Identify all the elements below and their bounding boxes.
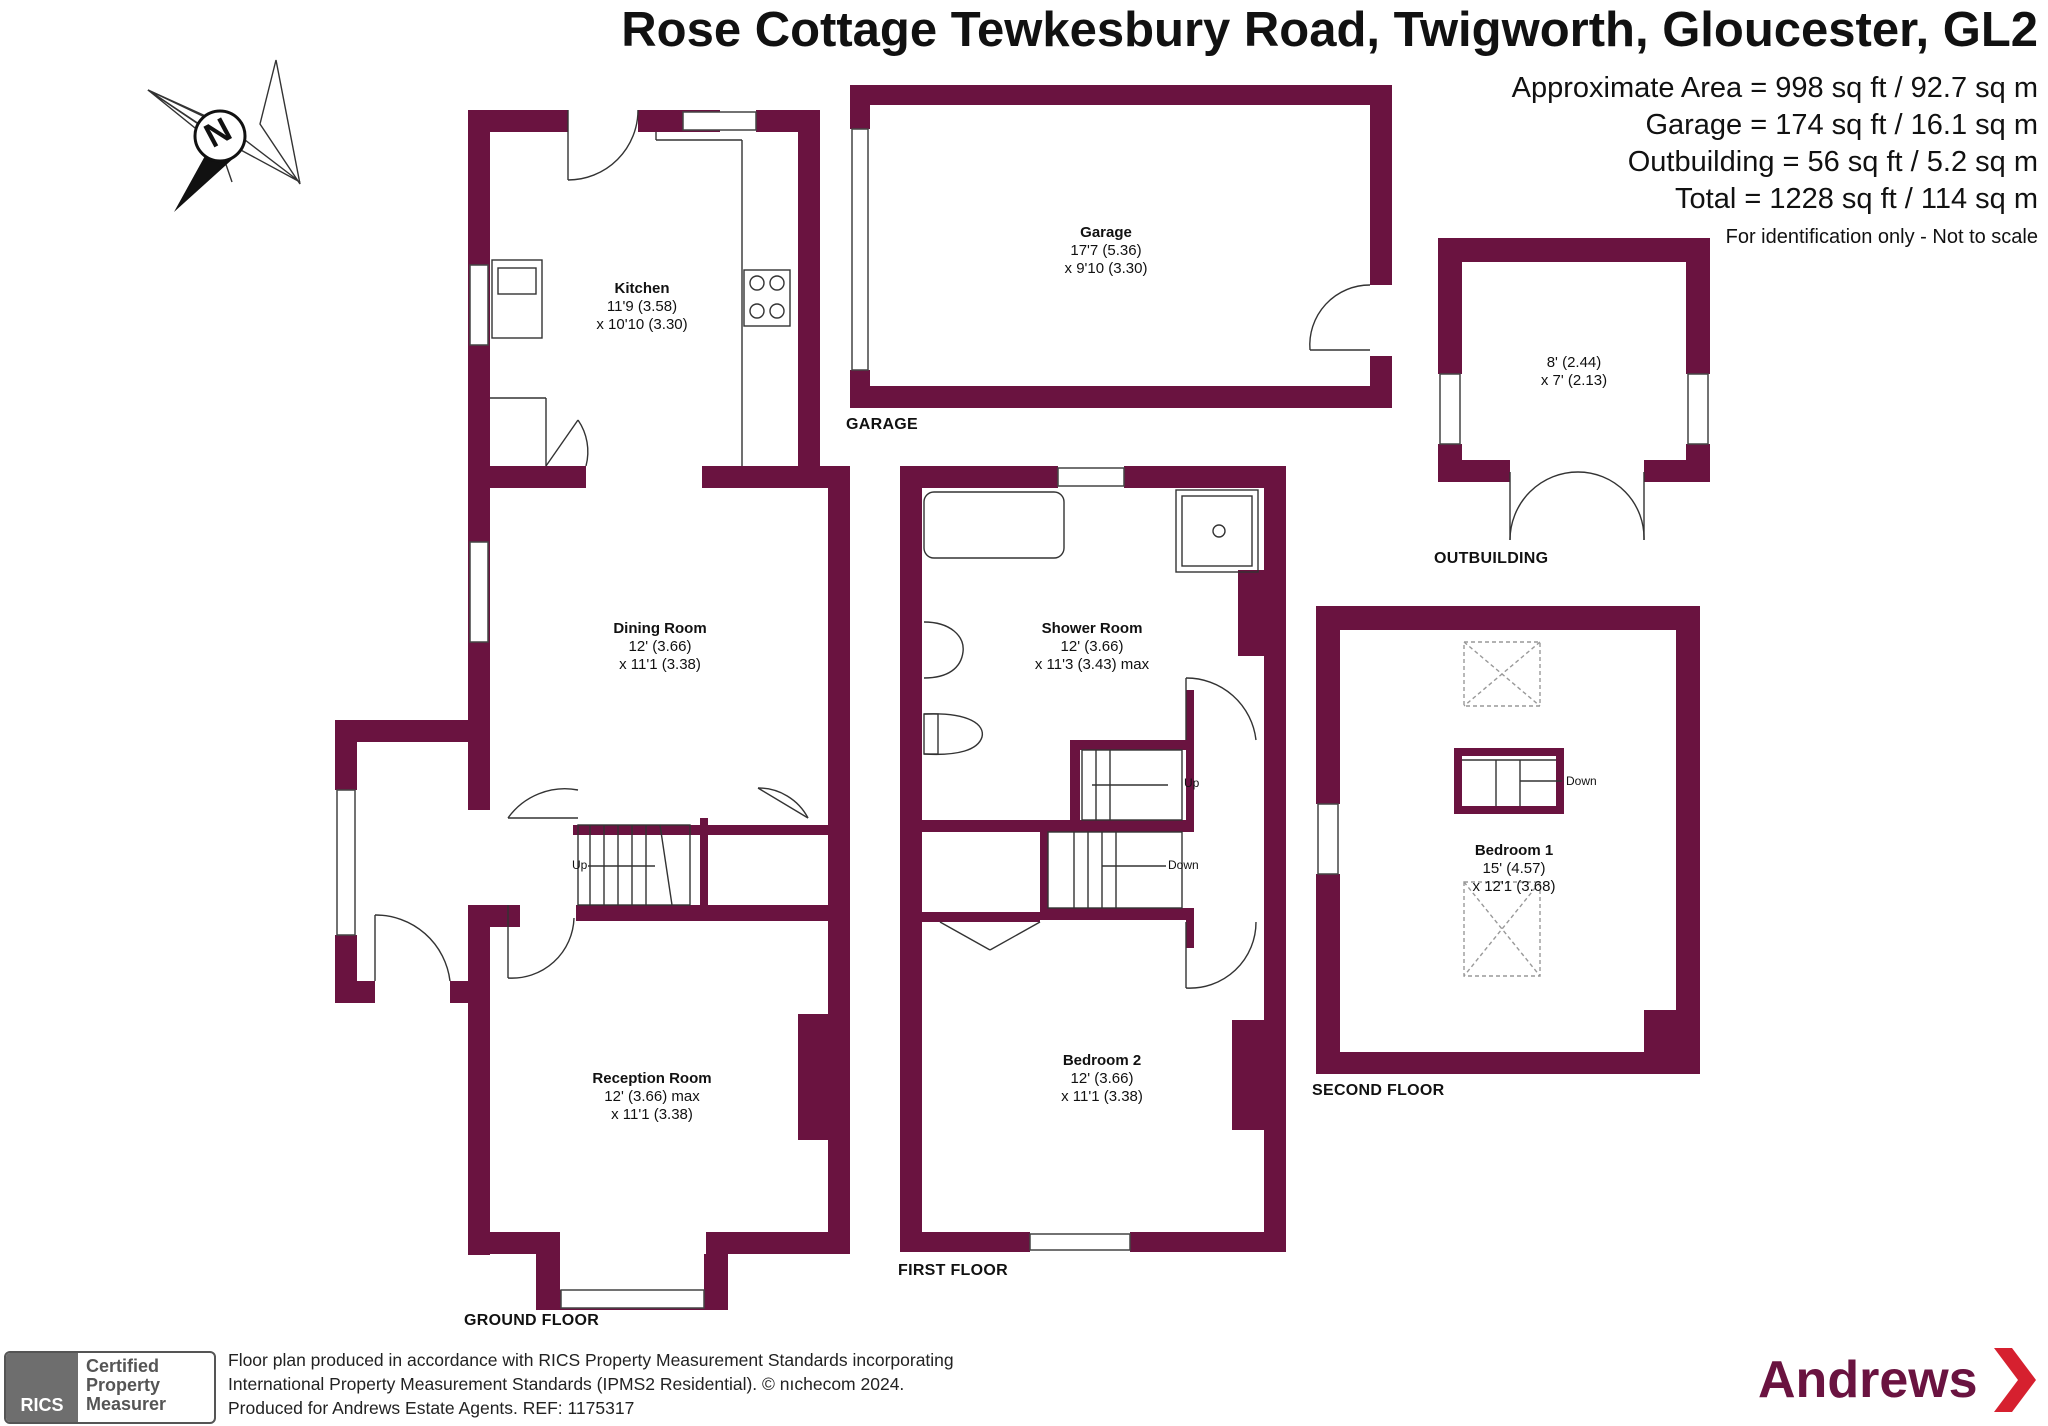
area-outbuilding: Outbuilding = 56 sq ft / 5.2 sq m	[1627, 146, 2038, 178]
area-total: Total = 1228 sq ft / 114 sq m	[1675, 183, 2038, 215]
stairs-label-first-up: Up	[1184, 776, 1200, 790]
room-dim: x 11'1 (3.38)	[1061, 1088, 1143, 1105]
stairs-label-second-down: Down	[1566, 774, 1597, 788]
room-dim: x 11'1 (3.38)	[611, 1106, 693, 1123]
room-dim: 11'9 (3.58)	[606, 298, 678, 315]
page-title: Rose Cottage Tewkesbury Road, Twigworth,…	[621, 3, 2038, 57]
footer-credits: Floor plan produced in accordance with R…	[228, 1348, 954, 1420]
windows	[336, 111, 1709, 1309]
room-name: Bedroom 1	[1474, 842, 1554, 859]
room-name: Garage	[1080, 224, 1132, 241]
room-dim: x 7' (2.13)	[1540, 372, 1608, 389]
rics-text-line: Property	[86, 1375, 161, 1395]
walls	[335, 85, 1710, 1310]
fixtures	[374, 109, 1645, 989]
rics-text: Certified Property Measurer	[78, 1353, 166, 1422]
footer-line: International Property Measurement Stand…	[228, 1374, 905, 1394]
footer-line: Floor plan produced in accordance with R…	[228, 1350, 954, 1370]
room-kitchen: Kitchen 11'9 (3.58) x 10'10 (3.30)	[596, 280, 687, 334]
room-dim: x 11'1 (3.38)	[619, 656, 701, 673]
brand-logo: Andrews	[1758, 1351, 1978, 1409]
room-name: Bedroom 2	[1062, 1052, 1142, 1069]
rics-text-line: Measurer	[86, 1394, 167, 1414]
floor-label-second: SECOND FLOOR	[1312, 1082, 1445, 1099]
room-dim: x 12'1 (3.68)	[1472, 878, 1556, 895]
room-bedroom-2: Bedroom 2 12' (3.66) x 11'1 (3.38)	[1061, 1052, 1143, 1106]
room-name: Shower Room	[1041, 620, 1143, 637]
room-dim: 17'7 (5.36)	[1070, 242, 1142, 259]
room-bedroom-1: Bedroom 1 15' (4.57) x 12'1 (3.68)	[1473, 842, 1556, 896]
room-outbuilding: 8' (2.44) x 7' (2.13)	[1541, 354, 1607, 390]
disclaimer-note: For identification only - Not to scale	[1725, 226, 2038, 248]
floor-label-garage: GARAGE	[846, 416, 919, 433]
rics-text-line: Certified	[86, 1356, 160, 1376]
stairs-label-first-down: Down	[1168, 858, 1199, 872]
floor-label-first: FIRST FLOOR	[898, 1262, 1008, 1279]
rics-badge: RICS Certified Property Measurer	[4, 1351, 216, 1424]
room-dim: 8' (2.44)	[1546, 354, 1602, 371]
rics-logo: RICS	[6, 1353, 78, 1422]
footer-line: Produced for Andrews Estate Agents. REF:…	[228, 1398, 635, 1418]
area-garage: Garage = 174 sq ft / 16.1 sq m	[1645, 109, 2038, 141]
room-name: Dining Room	[613, 620, 707, 637]
room-reception: Reception Room 12' (3.66) max x 11'1 (3.…	[592, 1070, 711, 1124]
area-approximate: Approximate Area = 998 sq ft / 92.7 sq m	[1511, 72, 2038, 104]
room-dim: 12' (3.66)	[1070, 1070, 1134, 1087]
room-garage: Garage 17'7 (5.36) x 9'10 (3.30)	[1065, 224, 1148, 278]
floor-label-ground: GROUND FLOOR	[464, 1312, 600, 1329]
room-name: Kitchen	[614, 280, 670, 297]
room-shower: Shower Room 12' (3.66) x 11'3 (3.43) max	[1035, 620, 1149, 674]
room-dim: 15' (4.57)	[1482, 860, 1546, 877]
room-dim: x 9'10 (3.30)	[1064, 260, 1148, 277]
room-dim: x 10'10 (3.30)	[596, 316, 688, 333]
compass-icon	[147, 59, 301, 212]
room-dim: x 11'3 (3.43) max	[1034, 656, 1150, 673]
room-dim: 12' (3.66) max	[604, 1088, 700, 1105]
room-name: Reception Room	[592, 1070, 712, 1087]
stairs-label-ground-up: Up	[572, 858, 588, 872]
brand-chevron-icon	[1994, 1348, 2036, 1412]
room-dim: 12' (3.66)	[628, 638, 692, 655]
area-summary: Approximate Area = 998 sq ft / 92.7 sq m…	[1512, 70, 2038, 218]
room-dining: Dining Room 12' (3.66) x 11'1 (3.38)	[613, 620, 706, 674]
room-dim: 12' (3.66)	[1060, 638, 1124, 655]
floor-label-outbuilding: OUTBUILDING	[1434, 550, 1549, 567]
